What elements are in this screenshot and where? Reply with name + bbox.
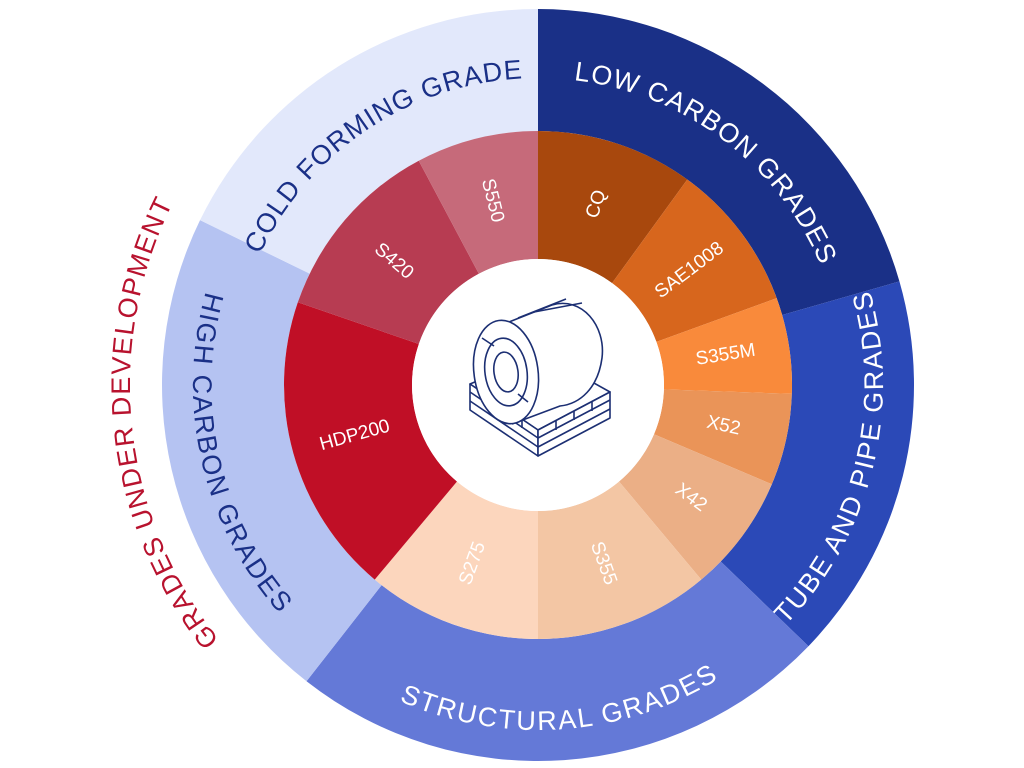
outer-segment-tube-and-pipe-grades <box>720 281 914 647</box>
inner-segment-s550 <box>418 131 538 274</box>
inner-segment-s275 <box>374 481 538 639</box>
steel-coil-icon <box>469 298 611 457</box>
inner-segment-hdp200 <box>283 302 458 580</box>
outer-segment-cold-forming-grades <box>200 9 538 274</box>
inner-segment-cq <box>538 131 688 284</box>
outer-segment-structural-grades <box>306 561 809 761</box>
inner-segment-s355 <box>538 481 702 639</box>
outer-segment-high-carbon-grades <box>162 220 382 682</box>
inner-segment-x42 <box>618 434 772 580</box>
inner-segment-sae1008 <box>612 179 777 342</box>
inner-ring: CQSAE1008S355MX52X42S355S275HDP200S420S5… <box>283 131 792 639</box>
inner-segment-s420 <box>297 160 479 344</box>
inner-segment-s355m <box>656 298 792 394</box>
inner-segment-x52 <box>653 389 792 485</box>
outer-segment-low-carbon-grades <box>538 9 900 315</box>
